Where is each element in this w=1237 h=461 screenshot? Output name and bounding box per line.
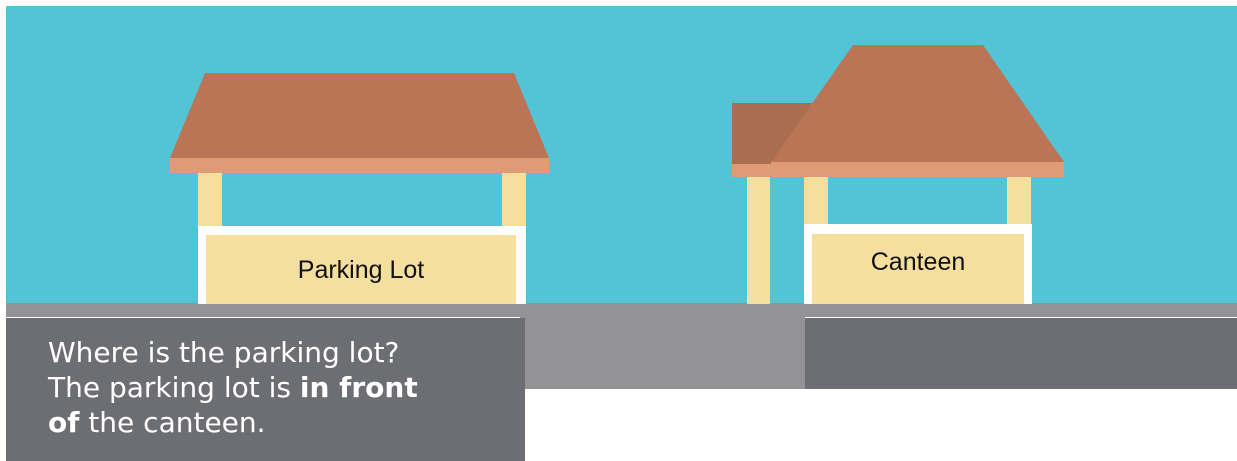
canteen-pillar-left: [804, 177, 828, 227]
canteen-roof-edge: [771, 162, 1064, 177]
ground-right-block: [805, 318, 1237, 389]
caption-answer-line-2: of the canteen.: [48, 405, 525, 440]
canteen-sign-label: Canteen: [812, 228, 1024, 296]
caption-answer-post: the canteen.: [79, 406, 265, 439]
canteen-annex-pillar: [747, 177, 770, 304]
parking-lot-roof: [170, 73, 549, 158]
caption-answer-bold-2: of: [48, 406, 79, 439]
ground-road: [520, 303, 805, 389]
caption-question: Where is the parking lot?: [48, 335, 525, 370]
caption-answer-bold-1: in front: [300, 371, 418, 404]
parking-lot-sign-label: Parking Lot: [206, 236, 516, 304]
parking-lot-pillar-right: [502, 173, 526, 228]
caption-answer-pre: The parking lot is: [48, 371, 300, 404]
caption-box: Where is the parking lot? The parking lo…: [20, 318, 525, 461]
canteen-pillar-right: [1007, 177, 1031, 227]
parking-lot-pillar-left: [198, 173, 222, 228]
parking-lot-roof-edge: [170, 158, 549, 173]
caption-answer-line-1: The parking lot is in front: [48, 370, 525, 405]
